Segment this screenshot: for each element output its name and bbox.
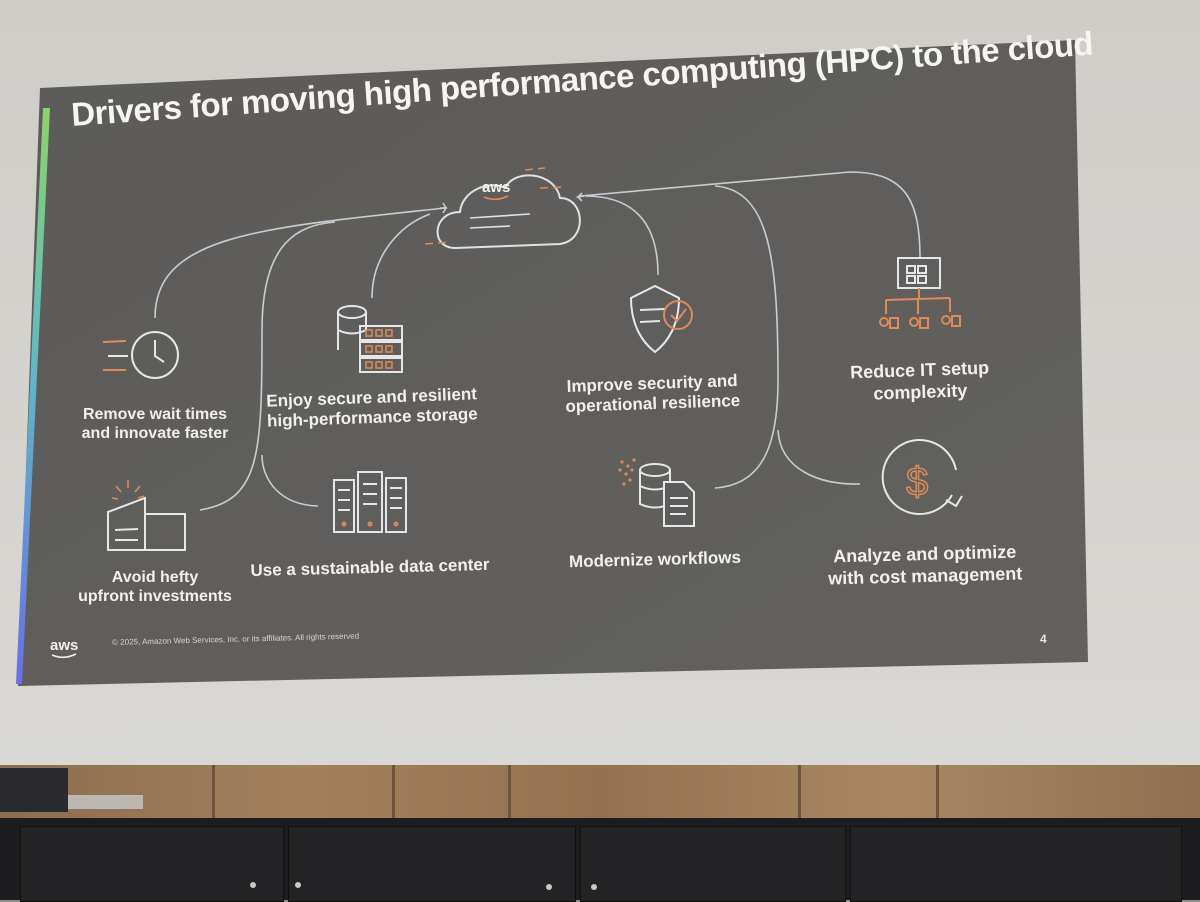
page-number: 4 [1040,632,1047,646]
driver-label-remove-wait-times: Remove wait times and innovate faster [81,406,229,443]
database-document-icon [618,458,695,527]
slide-panel [18,40,1088,686]
cabinet-door [850,826,1182,902]
driver-label-reduce-it-complexity: Reduce IT setup complexity [849,357,990,404]
wall-seam [392,765,395,825]
connector-lines [154,171,921,511]
cabinet-knob[interactable] [591,884,597,890]
footer-aws-logo: aws [50,637,78,659]
data-center-icon [333,471,407,533]
shield-check-icon [629,284,693,354]
cabinet-knob[interactable] [546,884,552,890]
cabinet-knob[interactable] [250,882,256,888]
cabinet-door [288,826,576,902]
storage-server-icon [337,305,403,373]
accent-side-bar [16,108,50,684]
stacked-boxes [0,768,68,812]
wall-seam [936,765,939,825]
cabinet-door [20,826,284,902]
cabinet-door [580,826,846,902]
wall-seam [212,765,215,825]
org-network-icon [879,257,961,329]
wall-seam [508,765,511,825]
svg-text:$: $ [906,460,928,504]
wall-seam [798,765,801,825]
wood-wall-panel [0,765,1200,825]
cloud-aws-logo: aws [482,179,510,196]
clock-icon [102,331,179,379]
driver-label-secure-storage: Enjoy secure and resilient high-performa… [265,384,478,432]
building-sun-icon [107,480,186,551]
svg-text:aws: aws [50,637,78,654]
driver-label-avoid-upfront: Avoid hefty upfront investments [78,569,232,606]
tray [68,795,143,809]
driver-label-security-resilience: Improve security and operational resilie… [565,371,741,417]
cabinet-knob[interactable] [295,882,301,888]
projected-slide: aws [16,40,1088,686]
driver-label-cost-management: Analyze and optimize with cost managemen… [828,541,1023,589]
aws-cloud-icon: aws [424,167,581,250]
dollar-cycle-icon: $ [881,439,963,515]
